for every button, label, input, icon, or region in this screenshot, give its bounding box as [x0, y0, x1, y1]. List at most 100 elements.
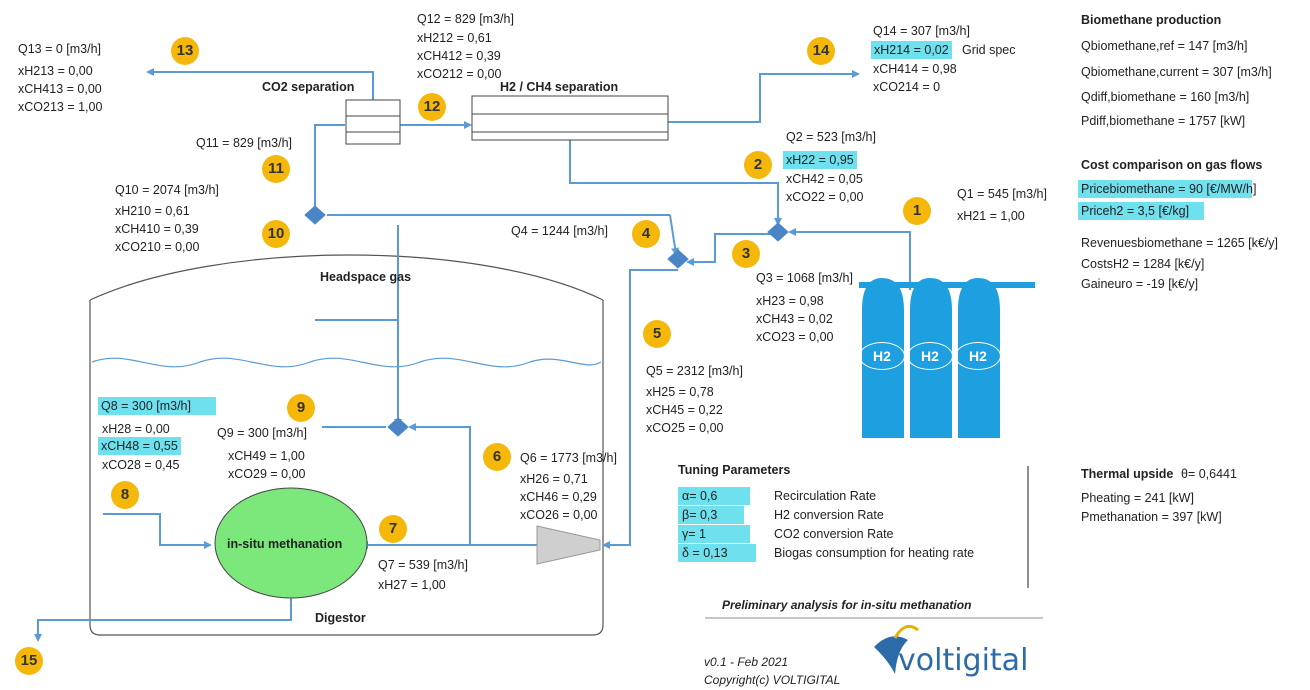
- stream-14-xco2: xCO214 = 0: [873, 80, 941, 94]
- mixing-nodes: [304, 205, 789, 437]
- stream-14-q: Q14 = 307 [m3/h]: [873, 24, 970, 38]
- digestor-label: Digestor: [315, 611, 366, 625]
- stream-13-xch4: xCH413 = 0,00: [18, 82, 102, 96]
- stream-13-q: Q13 = 0 [m3/h]: [18, 42, 102, 56]
- methanation-reactor: [214, 487, 368, 599]
- stream-12-xco2: xCO212 = 0,00: [417, 67, 502, 81]
- stream-11-q: Q11 = 829 [m3/h]: [196, 136, 293, 150]
- tuning-title: Tuning Parameters: [678, 463, 791, 477]
- stream-1-xh2: xH21 = 1,00: [957, 209, 1025, 223]
- node-1: [767, 222, 789, 242]
- badge-13: 13: [171, 37, 199, 65]
- stream-9-xch4: xCH49 = 1,00: [228, 449, 305, 463]
- biomethane-diff: Qdiff,biomethane = 160 [m3/h]: [1081, 90, 1250, 104]
- stream-2-xco2: xCO22 = 0,00: [786, 190, 864, 204]
- badge-12: 12: [418, 93, 446, 121]
- stream-4-q: Q4 = 1244 [m3/h]: [511, 224, 608, 238]
- badge-7: 7: [379, 515, 407, 543]
- stream-13-xco2: xCO213 = 1,00: [18, 100, 103, 114]
- stream-6-xco2: xCO26 = 0,00: [520, 508, 598, 522]
- voltigital-logo-text: voltigital: [898, 643, 1029, 678]
- stream-6-xh2: xH26 = 0,71: [520, 472, 588, 486]
- stream-2-xh2: xH22 = 0,95: [783, 151, 857, 169]
- costs-h2: CostsH2 = 1284 [k€/y]: [1081, 257, 1205, 271]
- node-4: [667, 249, 689, 269]
- node-10: [304, 205, 326, 225]
- stream-9-q: Q9 = 300 [m3/h]: [217, 426, 307, 440]
- stream-12-q: Q12 = 829 [m3/h]: [417, 12, 514, 26]
- methanation-label: in-situ methanation: [227, 537, 343, 551]
- digestor-body: [89, 300, 604, 636]
- badge-3: 3: [732, 240, 760, 268]
- stream-8-q: Q8 = 300 [m3/h]: [98, 397, 216, 415]
- stream-8-xco2: xCO28 = 0,45: [102, 458, 180, 472]
- badge-11: 11: [262, 155, 290, 183]
- h2-tank-label: H2: [955, 342, 1001, 370]
- badge-2: 2: [744, 151, 772, 179]
- tuning-delta-value: δ = 0,13: [678, 544, 756, 562]
- biomethane-ref: Qbiomethane,ref = 147 [m3/h]: [1081, 39, 1248, 53]
- stream-6-q: Q6 = 1773 [m3/h]: [520, 451, 617, 465]
- stream-5-q: Q5 = 2312 [m3/h]: [646, 364, 743, 378]
- co2-separation-label: CO2 separation: [262, 80, 355, 94]
- h2-ch4-separation-label: H2 / CH4 separation: [500, 80, 619, 94]
- pipes: [34, 68, 911, 642]
- stream-6-xch4: xCH46 = 0,29: [520, 490, 597, 504]
- compressor-icon: [536, 525, 601, 565]
- biomethane-current: Qbiomethane,current = 307 [m3/h]: [1081, 65, 1272, 79]
- stream-2-xch4: xCH42 = 0,05: [786, 172, 863, 186]
- h2-tank-label: H2: [859, 342, 905, 370]
- tuning-alpha-desc: Recirculation Rate: [774, 489, 877, 503]
- biomethane-power: Pdiff,biomethane = 1757 [kW]: [1081, 114, 1246, 128]
- stream-7-q: Q7 = 539 [m3/h]: [378, 558, 468, 572]
- stream-14-xh2: xH214 = 0,02: [871, 41, 952, 59]
- stream-9-xco2: xCO29 = 0,00: [228, 467, 306, 481]
- cost-title: Cost comparison on gas flows: [1081, 158, 1263, 172]
- stream-3-xch4: xCH43 = 0,02: [756, 312, 833, 326]
- grid-spec-label: Grid spec: [962, 43, 1016, 57]
- badge-6: 6: [483, 443, 511, 471]
- stream-3-q: Q3 = 1068 [m3/h]: [756, 271, 853, 285]
- stream-8-xch4: xCH48 = 0,55: [98, 437, 181, 455]
- liquid-surface: [91, 357, 602, 368]
- badge-9: 9: [287, 394, 315, 422]
- thermal-title: Thermal upside: [1081, 467, 1174, 481]
- headspace-gas-label: Headspace gas: [320, 270, 412, 284]
- tuning-beta-value: β= 0,3: [678, 506, 744, 524]
- co2-separation-unit: [345, 99, 401, 145]
- stream-8-xh2: xH28 = 0,00: [102, 422, 170, 436]
- stream-3-xh2: xH23 = 0,98: [756, 294, 824, 308]
- badge-14: 14: [807, 37, 835, 65]
- stream-10-xco2: xCO210 = 0,00: [115, 240, 200, 254]
- tuning-beta-desc: H2 conversion Rate: [774, 508, 884, 522]
- badge-4: 4: [632, 220, 660, 248]
- tuning-gamma-desc: CO2 conversion Rate: [774, 527, 894, 541]
- tuning-gamma-value: γ= 1: [678, 525, 750, 543]
- badge-1: 1: [903, 197, 931, 225]
- badge-15: 15: [15, 647, 43, 675]
- badge-8: 8: [111, 481, 139, 509]
- version-text: v0.1 - Feb 2021: [704, 655, 789, 669]
- tuning-alpha-value: α= 0,6: [678, 487, 750, 505]
- stream-10-xh2: xH210 = 0,61: [115, 204, 190, 218]
- stream-13-xh2: xH213 = 0,00: [18, 64, 93, 78]
- stream-14-xch4: xCH414 = 0,98: [873, 62, 957, 76]
- stream-5-xco2: xCO25 = 0,00: [646, 421, 724, 435]
- tuning-delta-desc: Biogas consumption for heating rate: [774, 546, 975, 560]
- stream-10-q: Q10 = 2074 [m3/h]: [115, 183, 219, 197]
- thermal-heating: Pheating = 241 [kW]: [1081, 491, 1194, 505]
- stream-5-xch4: xCH45 = 0,22: [646, 403, 723, 417]
- node-9: [387, 417, 409, 437]
- revenues-biomethane: Revenuesbiomethane = 1265 [k€/y]: [1081, 236, 1279, 250]
- thermal-theta: θ= 0,6441: [1181, 467, 1237, 481]
- copyright-text: Copyright(c) VOLTIGITAL: [704, 673, 841, 687]
- badge-5: 5: [643, 320, 671, 348]
- stream-2-q: Q2 = 523 [m3/h]: [786, 130, 876, 144]
- analysis-caption: Preliminary analysis for in-situ methana…: [722, 598, 972, 612]
- price-h2: Priceh2 = 3,5 [€/kg]: [1078, 202, 1204, 220]
- stream-3-xco2: xCO23 = 0,00: [756, 330, 834, 344]
- digestor-dome: [89, 254, 604, 301]
- badge-10: 10: [262, 220, 290, 248]
- stream-12-xh2: xH212 = 0,61: [417, 31, 492, 45]
- thermal-methanation: Pmethanation = 397 [kW]: [1081, 510, 1222, 524]
